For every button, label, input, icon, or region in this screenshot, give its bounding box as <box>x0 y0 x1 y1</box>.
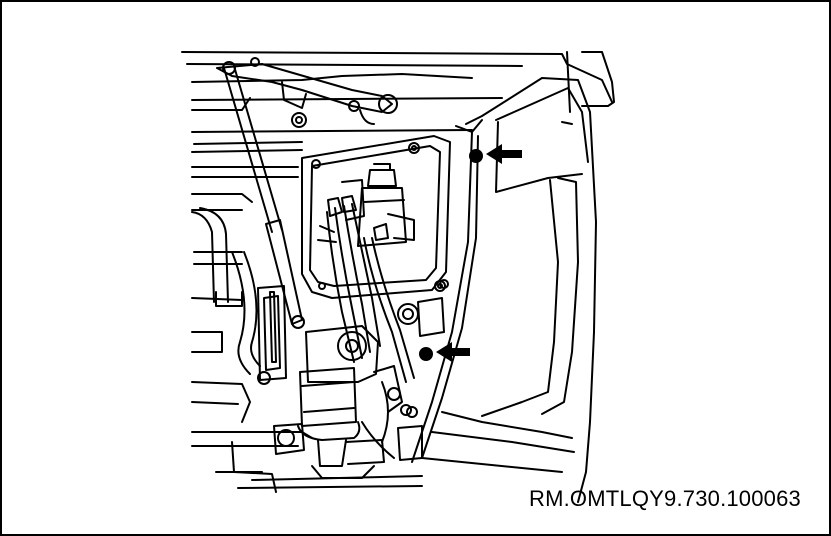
arrow-left-icon <box>486 144 522 164</box>
upper-cowl <box>181 51 615 211</box>
arrow-left-icon <box>436 342 470 362</box>
corner-panel <box>411 77 597 503</box>
callout-arrows <box>436 144 522 362</box>
lower-cluster <box>215 297 445 493</box>
bracket-plate <box>257 285 287 385</box>
left-hoses <box>191 207 313 447</box>
service-hatch <box>301 135 451 299</box>
filter-housing <box>273 325 385 479</box>
wiper-arm <box>216 57 398 128</box>
reservoir <box>341 163 415 247</box>
fasteners <box>400 149 483 416</box>
upper-fastener <box>469 149 483 163</box>
lower-fastener <box>419 347 433 361</box>
wiring-harness <box>317 195 415 383</box>
reference-code: RM.OMTLQY9.730.100063 <box>528 486 801 511</box>
